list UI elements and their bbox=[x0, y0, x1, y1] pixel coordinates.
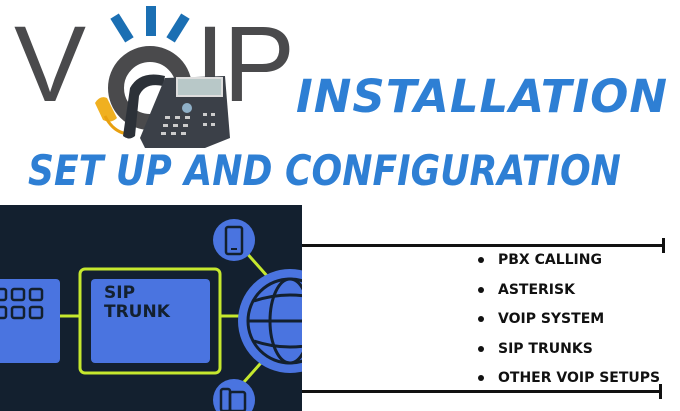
mobile-phone-icon bbox=[213, 219, 255, 261]
keypad-icon bbox=[0, 279, 60, 363]
bullet-icon bbox=[478, 345, 484, 352]
bullet-icon bbox=[478, 316, 484, 322]
sip-trunk-label: SIP TRUNK bbox=[104, 284, 170, 322]
service-label: PBX CALLING bbox=[498, 252, 602, 268]
bracket-line-bottom bbox=[302, 390, 662, 393]
list-item: VOIP SYSTEM bbox=[478, 311, 660, 341]
logo-letter-v: V bbox=[14, 3, 86, 124]
bullet-icon bbox=[478, 257, 484, 263]
globe-icon bbox=[238, 269, 302, 373]
service-label: ASTERISK bbox=[498, 281, 575, 298]
list-item: ASTERISK bbox=[478, 282, 660, 312]
service-label: SIP TRUNKS bbox=[498, 340, 593, 357]
sip-trunk-diagram: SIP TRUNK bbox=[0, 205, 302, 411]
services-list: PBX CALLING ASTERISK VOIP SYSTEM SIP TRU… bbox=[478, 252, 660, 400]
service-label: OTHER VOIP SETUPS bbox=[498, 370, 661, 386]
voip-logo: V IP bbox=[0, 0, 300, 150]
bracket-line-top bbox=[302, 244, 664, 247]
bracket-end-top bbox=[662, 238, 665, 253]
list-item: SIP TRUNKS bbox=[478, 341, 660, 371]
bullet-icon bbox=[478, 286, 484, 293]
ip-desk-phone-icon bbox=[95, 74, 230, 148]
heading-setup-configuration: SET UP AND CONFIGURATION bbox=[28, 146, 621, 195]
list-item: OTHER VOIP SETUPS bbox=[478, 370, 660, 400]
heading-installation: INSTALLATION bbox=[296, 70, 669, 123]
sip-trunk-frame bbox=[78, 267, 222, 375]
desk-phone-icon bbox=[213, 379, 255, 411]
list-item: PBX CALLING bbox=[478, 252, 660, 282]
sip-label-line1: SIP bbox=[104, 283, 136, 303]
sip-label-line2: TRUNK bbox=[104, 302, 170, 322]
service-label: VOIP SYSTEM bbox=[498, 311, 605, 327]
sip-trunk-box bbox=[91, 279, 210, 363]
bracket-end-bottom bbox=[659, 384, 662, 399]
bullet-icon bbox=[478, 375, 484, 381]
